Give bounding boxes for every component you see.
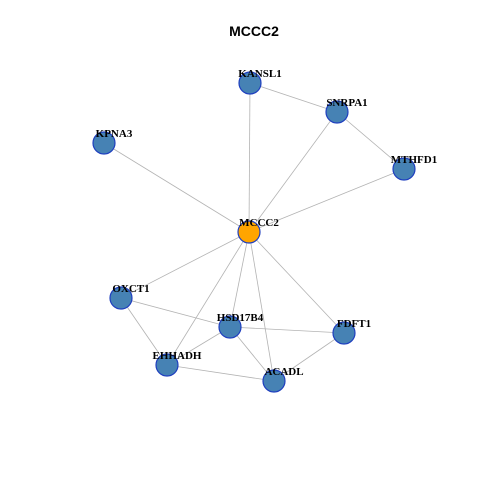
node-label-mthfd1: MTHFD1 [391, 154, 437, 166]
node-circle-hsd17b4 [218, 315, 242, 339]
node-kpna3: KPNA3 [92, 128, 133, 155]
node-circle-kpna3 [92, 131, 116, 155]
node-label-fdft1: FDFT1 [337, 318, 371, 330]
node-fdft1: FDFT1 [332, 318, 371, 345]
node-snrpa1: SNRPA1 [325, 97, 368, 124]
edge-hsd17b4-fdft1 [229, 326, 345, 334]
edge-oxct1-hsd17b4 [120, 297, 231, 328]
node-oxct1: OXCT1 [109, 283, 150, 310]
node-label-kpna3: KPNA3 [96, 128, 133, 140]
node-acadl: ACADL [262, 366, 304, 393]
node-label-acadl: ACADL [264, 366, 303, 378]
node-circle-snrpa1 [325, 100, 349, 124]
edge-snrpa1-mthfd1 [336, 111, 405, 170]
node-circle-ehhadh [155, 353, 179, 377]
edge-oxct1-ehhadh [120, 297, 168, 366]
edge-mccc2-mthfd1 [248, 168, 405, 233]
edge-layer [103, 82, 405, 382]
edge-hsd17b4-acadl [229, 326, 275, 382]
node-mthfd1: MTHFD1 [391, 154, 437, 181]
edge-mccc2-kansl1 [248, 82, 251, 233]
edge-mccc2-kpna3 [103, 142, 250, 233]
edge-mccc2-snrpa1 [248, 111, 338, 233]
node-kansl1: KANSL1 [238, 68, 282, 95]
node-label-snrpa1: SNRPA1 [326, 97, 367, 109]
node-label-hsd17b4: HSD17B4 [217, 312, 264, 324]
node-circle-fdft1 [332, 321, 356, 345]
node-circle-mthfd1 [392, 157, 416, 181]
node-circle-kansl1 [238, 71, 262, 95]
diagram-title: MCCC2 [229, 23, 279, 39]
edge-mccc2-acadl [248, 231, 275, 382]
edge-kansl1-snrpa1 [249, 82, 338, 113]
edge-mccc2-oxct1 [120, 231, 250, 299]
edge-mccc2-ehhadh [166, 231, 250, 366]
node-label-kansl1: KANSL1 [238, 68, 281, 80]
node-circle-mccc2 [237, 220, 261, 244]
edge-hsd17b4-ehhadh [166, 326, 231, 366]
edge-mccc2-fdft1 [248, 231, 345, 334]
node-ehhadh: EHHADH [153, 350, 202, 377]
node-circle-acadl [262, 369, 286, 393]
node-circle-oxct1 [109, 286, 133, 310]
node-label-mccc2: MCCC2 [239, 217, 279, 229]
node-label-oxct1: OXCT1 [112, 283, 149, 295]
node-hsd17b4: HSD17B4 [217, 312, 264, 339]
node-mccc2: MCCC2 [237, 217, 279, 244]
edge-mccc2-hsd17b4 [229, 231, 250, 328]
edge-fdft1-acadl [273, 332, 345, 382]
node-layer: MCCC2 KANSL1SNRPA1KPNA3MTHFD1OXCT1HSD17B4… [92, 68, 437, 393]
node-label-ehhadh: EHHADH [153, 350, 202, 362]
edge-ehhadh-acadl [166, 364, 275, 382]
